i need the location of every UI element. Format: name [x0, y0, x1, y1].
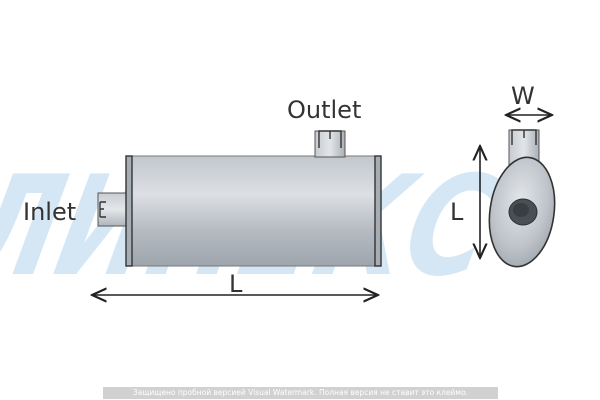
inlet-label: Inlet [23, 198, 76, 226]
muffler-end-cap-left [125, 155, 133, 267]
end-view-inlet-hole-inner [513, 203, 529, 217]
inlet-flange-icon [99, 201, 106, 218]
muffler-side-view [97, 130, 382, 267]
muffler-body [127, 155, 381, 267]
outlet-label: Outlet [287, 96, 361, 124]
length-label-end: L [450, 198, 464, 226]
muffler-end-view [488, 129, 556, 268]
watermark-bar [103, 387, 498, 399]
dimension-arrows [92, 115, 552, 295]
outlet-flange-icon [318, 130, 342, 148]
end-view-outlet-flange-icon [511, 129, 537, 145]
watermark-text: Защищено пробной версией Visual Watermar… [132, 388, 469, 397]
width-label: W [511, 82, 535, 110]
muffler-end-cap-right [374, 155, 382, 267]
length-label-side: L [229, 270, 243, 298]
